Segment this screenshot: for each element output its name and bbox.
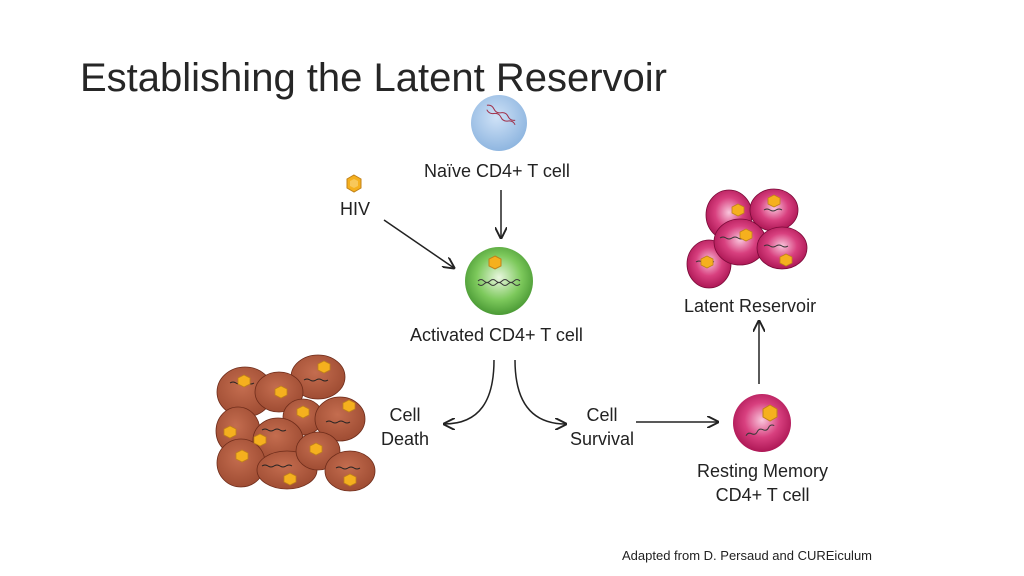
cell-death-arrow — [444, 359, 495, 424]
hiv-virion-icon — [346, 174, 362, 193]
dead-cell-cluster-icon — [215, 354, 376, 492]
cell-death-line-2: Death — [381, 429, 430, 449]
cell-survival-arrow — [514, 359, 566, 424]
resting-memory-cell-icon — [733, 394, 791, 452]
resting-memory-line-1: Resting Memory — [697, 461, 829, 481]
naive-cell-icon — [471, 95, 527, 151]
cell-death-label: Cell Death — [381, 403, 429, 451]
hiv-label: HIV — [340, 199, 371, 219]
resting-memory-label: Resting Memory CD4+ T cell — [697, 459, 828, 507]
latent-reservoir-label: Latent Reservoir — [684, 296, 817, 316]
cell-death-line-1: Cell — [389, 405, 421, 425]
naive-cell-label: Naïve CD4+ T cell — [424, 161, 570, 181]
activated-cell-icon — [465, 247, 533, 315]
source-credit: Adapted from D. Persaud and CUREiculum — [622, 548, 873, 563]
hiv-infection-arrow — [383, 219, 454, 268]
cell-survival-line-1: Cell — [586, 405, 618, 425]
slide-title: Establishing the Latent Reservoir — [80, 56, 667, 100]
cell-survival-label: Cell Survival — [570, 403, 634, 451]
cell-survival-line-2: Survival — [570, 429, 635, 449]
activated-cell-label: Activated CD4+ T cell — [410, 325, 583, 345]
latent-reservoir-cluster-icon — [686, 188, 808, 289]
resting-memory-line-2: CD4+ T cell — [715, 485, 810, 505]
